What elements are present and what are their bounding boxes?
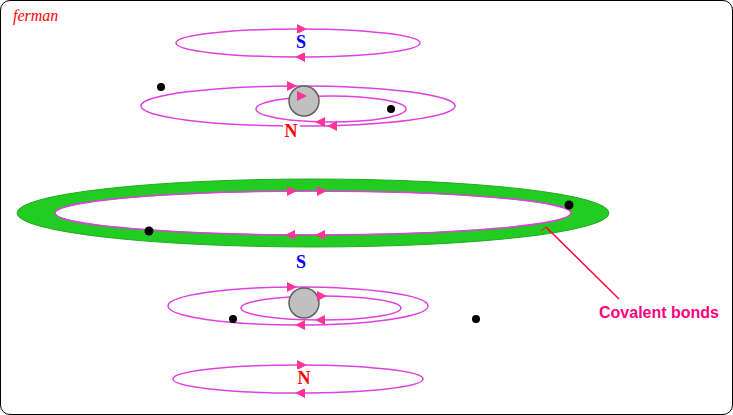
nucleus [289, 86, 319, 116]
callout-label: Covalent bonds [599, 304, 719, 322]
electron [145, 227, 154, 236]
arrow-head [285, 230, 295, 240]
leader-tick [541, 227, 550, 232]
electron-orbit [241, 296, 401, 320]
pole-label: N [283, 122, 300, 142]
electron [157, 83, 165, 91]
arrow-head [315, 117, 325, 127]
field-loop [176, 29, 420, 57]
arrow-head [287, 186, 297, 196]
arrow-head [295, 52, 305, 62]
field-loop [55, 191, 571, 235]
electron-orbit [141, 86, 455, 126]
electron-orbit [168, 287, 428, 325]
arrow-head [287, 81, 297, 91]
arrow-head [315, 315, 325, 325]
arrow-head [287, 282, 297, 292]
arrow-head [317, 291, 327, 301]
arrow-head [295, 320, 305, 330]
pole-label: N [296, 369, 313, 389]
field-loop [173, 365, 423, 393]
arrow-head [327, 121, 337, 131]
pole-label: S [294, 253, 308, 273]
electron [565, 201, 574, 210]
electron-orbit [256, 96, 406, 122]
nucleus [289, 288, 319, 318]
electron [229, 315, 237, 323]
signature: ferman [13, 7, 58, 25]
electron [472, 315, 480, 323]
arrow-head [297, 91, 307, 101]
leader-line [546, 227, 619, 299]
covalent-band [17, 179, 609, 247]
electron [387, 105, 395, 113]
arrow-head [295, 388, 305, 398]
arrow-head [317, 186, 327, 196]
arrow-head [315, 230, 325, 240]
pole-label: S [294, 33, 308, 53]
